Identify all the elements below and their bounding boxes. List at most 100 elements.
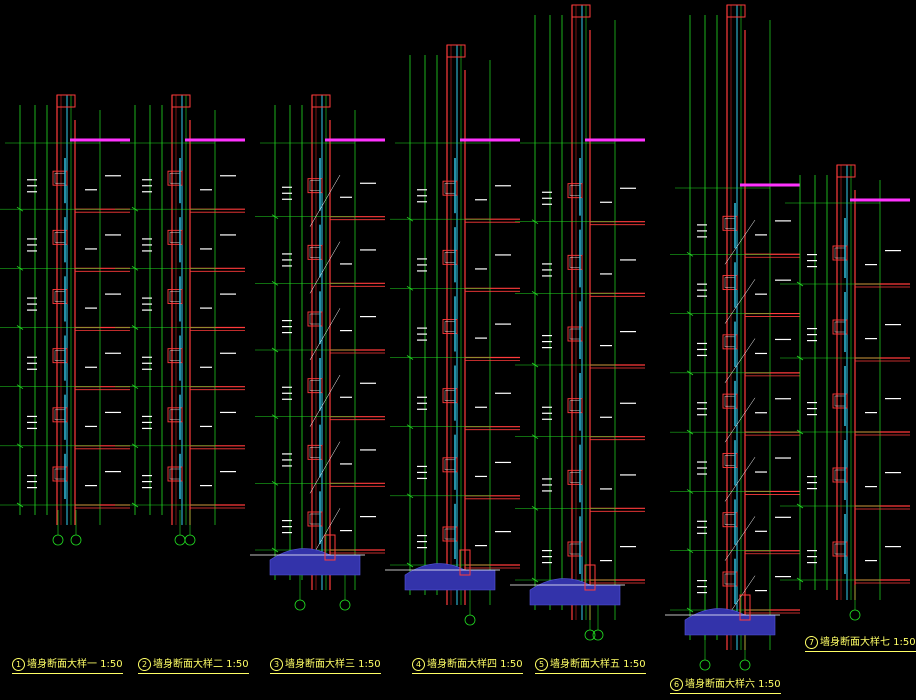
axis-bubble <box>464 614 476 626</box>
annotation-mark <box>142 309 152 311</box>
annotation-mark <box>417 471 427 474</box>
annotation-mark <box>282 386 292 388</box>
annotation-mark <box>27 179 37 181</box>
window-frame <box>167 407 183 423</box>
caption-number: 2 <box>138 658 151 671</box>
caption-underline <box>535 673 646 674</box>
foundation <box>459 549 471 576</box>
annotation-mark <box>807 414 817 416</box>
caption-title: 墙身断面大样一 1:50 <box>27 659 123 670</box>
annotation-mark <box>475 406 487 408</box>
annotation-mark <box>142 297 152 299</box>
annotation-mark <box>697 342 707 345</box>
annotation-mark <box>340 463 352 465</box>
annotation-mark <box>755 234 767 236</box>
annotation-mark <box>697 586 707 588</box>
annotation-mark <box>542 275 552 277</box>
window-frame <box>442 249 458 265</box>
parapet <box>726 4 746 18</box>
annotation-mark <box>220 293 236 295</box>
annotation-mark <box>775 398 791 400</box>
annotation-mark <box>885 546 901 548</box>
dimension-tick <box>271 214 279 219</box>
annotation-mark <box>417 327 427 329</box>
annotation-mark <box>697 236 707 238</box>
annotation-mark <box>697 408 707 410</box>
window-frame <box>567 398 583 414</box>
annotation-mark <box>142 415 152 418</box>
annotation-mark <box>542 263 552 265</box>
annotation-mark <box>620 331 636 333</box>
annotation-mark <box>27 191 37 193</box>
annotation-mark <box>697 580 707 582</box>
foundation <box>584 564 596 591</box>
annotation-mark <box>340 396 352 398</box>
leader-line <box>724 457 756 502</box>
annotation-mark <box>865 486 877 488</box>
annotation-mark <box>495 185 511 187</box>
annotation-mark <box>27 309 37 311</box>
annotation-mark <box>697 289 707 291</box>
annotation-mark <box>220 175 236 177</box>
dimension-tick <box>271 281 279 286</box>
annotation-mark <box>697 520 707 522</box>
annotation-mark <box>27 238 37 240</box>
annotation-mark <box>885 250 901 252</box>
axis-bubble <box>174 534 186 546</box>
annotation-mark <box>697 461 707 463</box>
dimension-tick <box>16 384 24 389</box>
annotation-mark <box>142 238 152 240</box>
section-6 <box>665 4 800 671</box>
annotation-mark <box>495 323 511 325</box>
caption-underline <box>270 673 381 674</box>
window-frame <box>307 511 323 527</box>
annotation-mark <box>27 297 37 299</box>
window-frame <box>567 541 583 557</box>
annotation-mark <box>282 392 292 394</box>
window-frame <box>832 319 848 335</box>
window-frame <box>442 457 458 473</box>
annotation-mark <box>807 266 817 268</box>
dimension-tick <box>796 503 804 509</box>
annotation-mark <box>620 402 636 404</box>
dimension-tick <box>131 266 139 271</box>
annotation-mark <box>865 338 877 340</box>
annotation-mark <box>620 259 636 261</box>
caption-title: 墙身断面大样五 1:50 <box>550 659 646 670</box>
annotation-mark <box>775 457 791 459</box>
annotation-mark <box>27 415 37 418</box>
dimension-tick <box>406 493 414 499</box>
annotation-mark <box>27 185 37 187</box>
window-frame <box>442 388 458 404</box>
axis-bubble <box>70 534 82 546</box>
annotation-mark <box>200 485 212 487</box>
annotation-mark <box>27 356 37 358</box>
annotation-mark <box>417 339 427 341</box>
annotation-mark <box>85 307 97 309</box>
annotation-mark <box>282 320 292 322</box>
annotation-mark <box>142 179 152 181</box>
parapet <box>571 4 591 18</box>
dimension-tick <box>686 370 694 376</box>
annotation-mark <box>142 250 152 252</box>
annotation-mark <box>105 293 121 295</box>
annotation-mark <box>542 341 552 343</box>
annotation-mark <box>282 198 292 200</box>
annotation-mark <box>775 279 791 281</box>
annotation-mark <box>282 259 292 261</box>
annotation-mark <box>807 556 817 558</box>
dimension-tick <box>271 481 279 486</box>
annotation-mark <box>142 487 152 489</box>
window-frame <box>722 334 738 350</box>
annotation-mark <box>417 477 427 480</box>
dimension-tick <box>686 251 694 257</box>
annotation-mark <box>142 362 152 364</box>
annotation-mark <box>775 220 791 222</box>
parapet <box>446 44 466 58</box>
annotation-mark <box>775 516 791 518</box>
annotation-mark <box>360 249 376 251</box>
annotation-mark <box>105 411 121 414</box>
